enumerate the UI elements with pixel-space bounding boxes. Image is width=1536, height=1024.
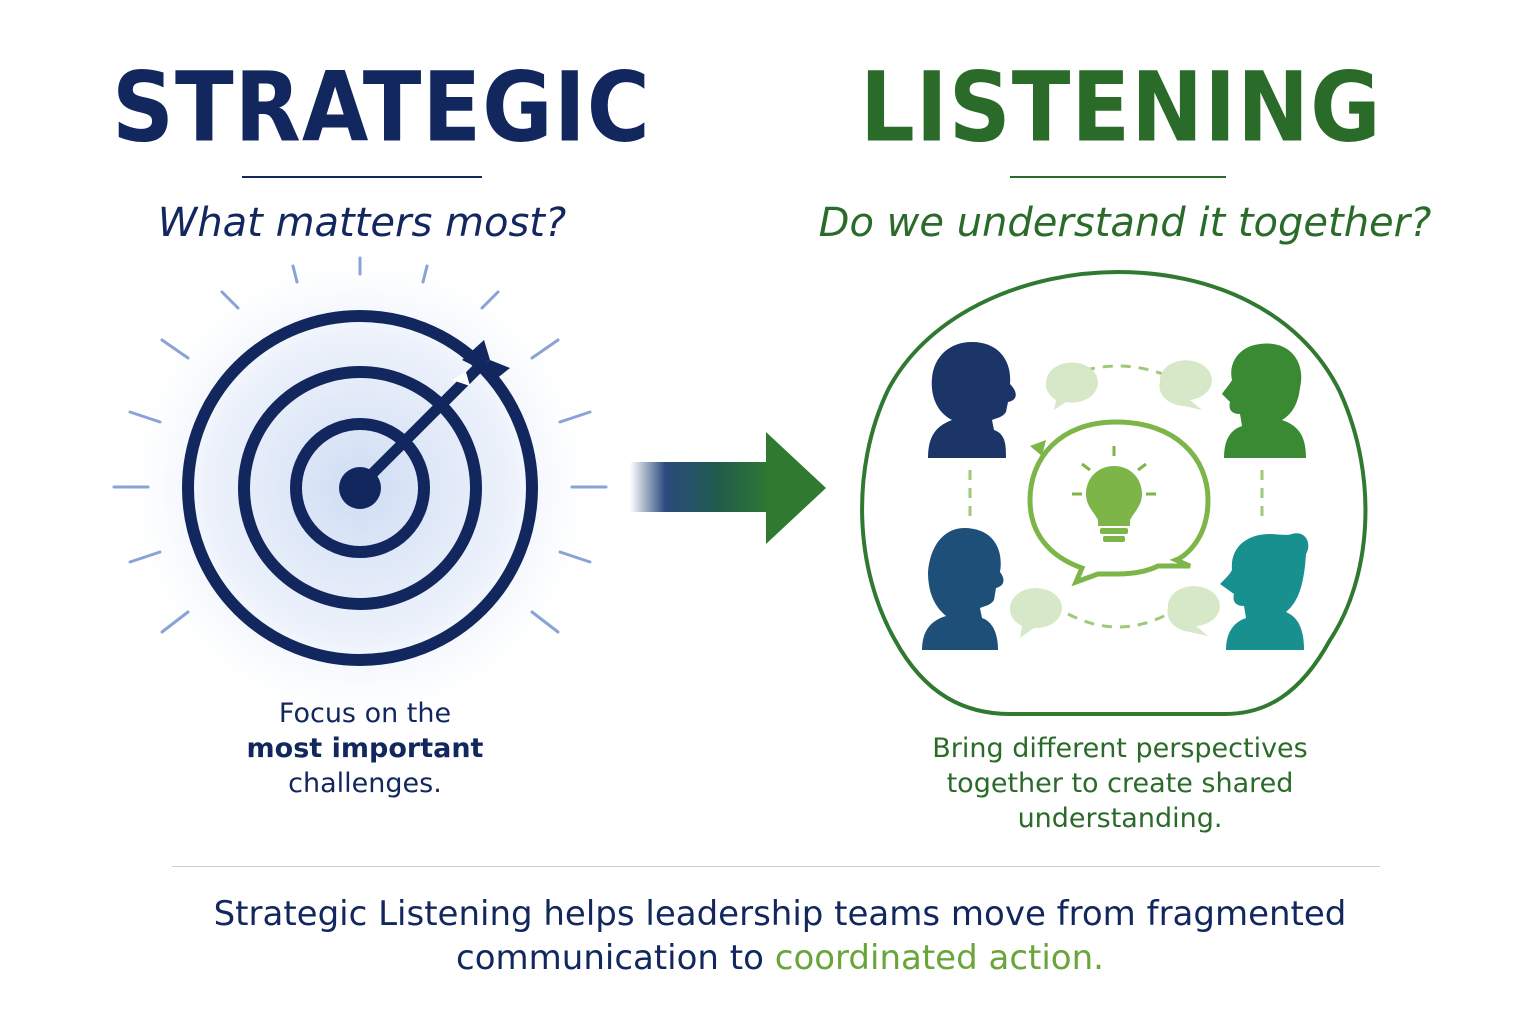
- strategic-caption-line1: Focus on the: [278, 698, 452, 729]
- strategic-caption-line3: challenges.: [288, 768, 442, 799]
- right-title-underline: [1010, 176, 1226, 178]
- person-icon-bottom-right: [1220, 533, 1309, 650]
- footer-accent-text: coordinated action.: [774, 938, 1104, 978]
- strategic-caption-emphasis: most important: [246, 733, 484, 764]
- listening-title: LISTENING: [860, 52, 1382, 164]
- person-icon-bottom-left: [922, 528, 1004, 650]
- strategic-question: What matters most?: [157, 200, 567, 246]
- center-speech-bubble: [1027, 419, 1211, 587]
- person-icon-top-right: [1222, 343, 1306, 458]
- target-rays: [112, 256, 608, 634]
- left-title-underline: [242, 176, 482, 178]
- lightbulb-icon: [1072, 446, 1156, 542]
- footer-statement: Strategic Listening helps leadership tea…: [180, 892, 1380, 980]
- dart-arrow: [362, 340, 510, 484]
- arrow-icon: [630, 432, 826, 544]
- speech-bubble-icon: [1009, 360, 1220, 638]
- footer-text: Strategic Listening helps leadership tea…: [213, 894, 1347, 978]
- listening-question: Do we understand it together?: [818, 200, 1432, 246]
- strategic-title: STRATEGIC: [112, 52, 651, 164]
- listening-group: [860, 269, 1368, 716]
- listening-caption: Bring different perspectives together to…: [932, 733, 1308, 834]
- target-icon: [110, 238, 610, 738]
- footer-divider: [172, 866, 1380, 867]
- person-icon-top-left: [928, 342, 1016, 458]
- strategic-caption: Focus on the most important challenges.: [200, 696, 530, 801]
